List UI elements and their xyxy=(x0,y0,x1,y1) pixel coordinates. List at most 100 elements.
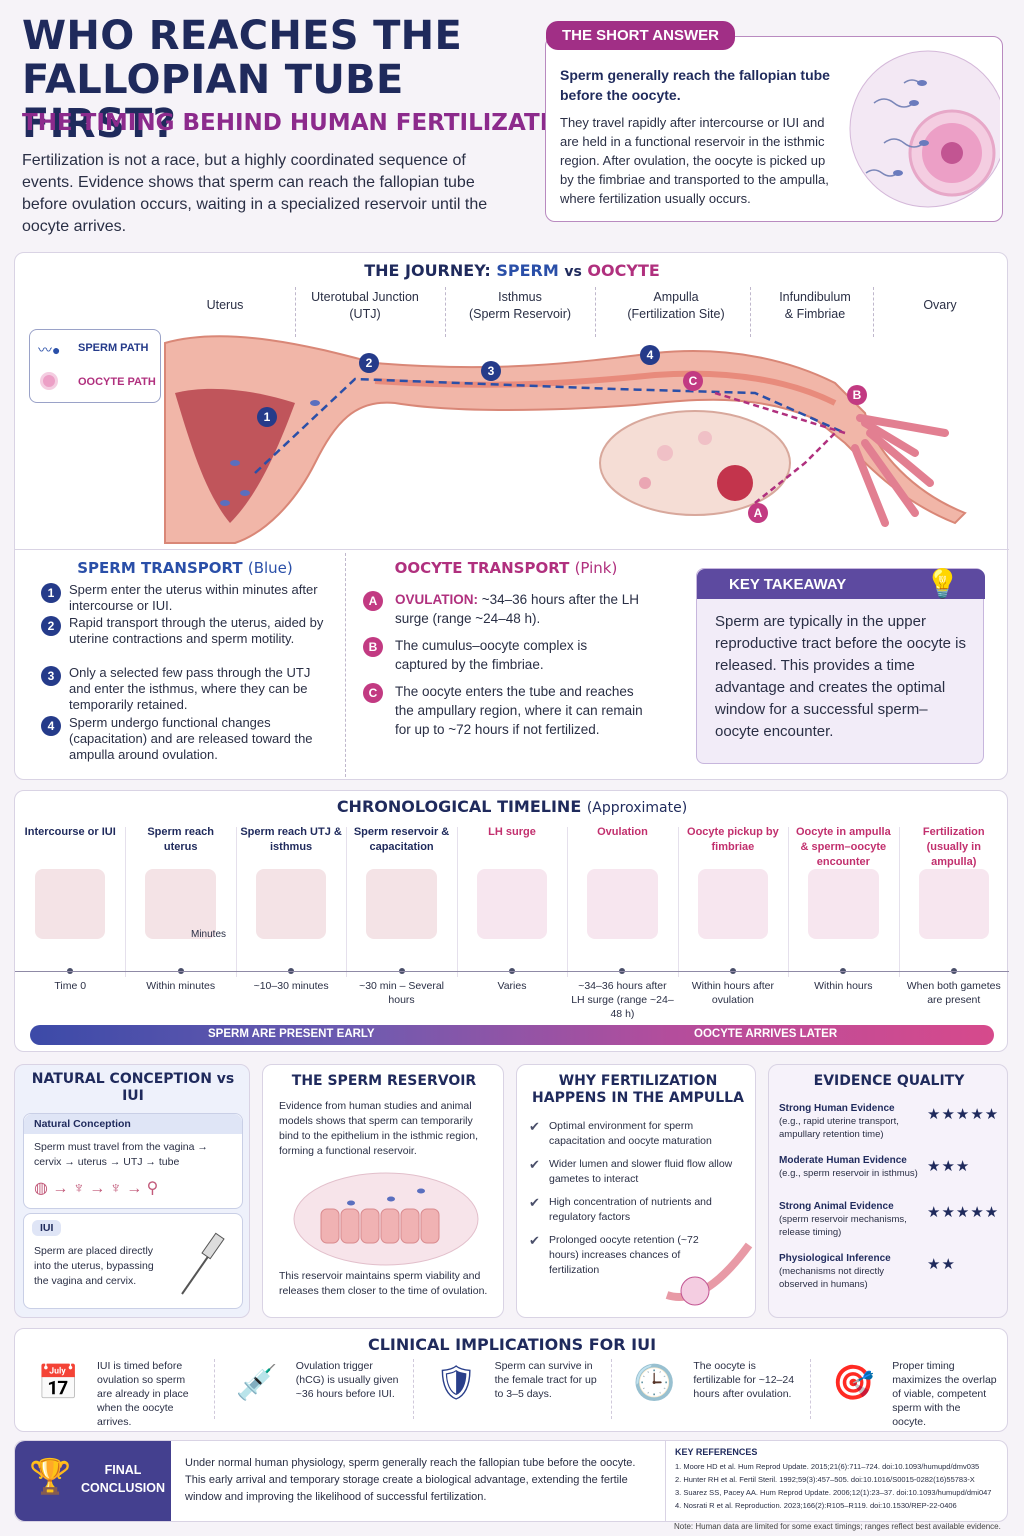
timeline-step-head: Fertilization (usually in ampulla) xyxy=(922,826,985,868)
sperm-transport-tag: (Blue) xyxy=(247,559,293,577)
epithelium-illustration xyxy=(293,1172,479,1266)
timeline-divider xyxy=(456,827,458,977)
clinical-divider xyxy=(213,1359,215,1419)
evidence-label: Moderate Human Evidence xyxy=(779,1155,907,1166)
reproductive-tract-illustration xyxy=(164,335,967,544)
ampulla-item: Wider lumen and slower fluid flow allow … xyxy=(549,1158,733,1185)
natural-label: Natural Conception xyxy=(24,1114,242,1134)
key-takeaway-text: Sperm are typically in the upper reprodu… xyxy=(715,613,966,740)
syringe-icon: 💉 xyxy=(235,1364,279,1402)
evidence-sub: (sperm reservoir mechanisms, release tim… xyxy=(779,1214,907,1238)
check-icon: ✔ xyxy=(529,1233,540,1248)
timeline-step-illustration xyxy=(145,869,216,939)
clinical-item: Proper timing maximizes the overlap of v… xyxy=(892,1360,997,1428)
oocyte-step-badge: A xyxy=(363,591,383,611)
sperm-step-badge: 2 xyxy=(41,616,61,636)
journey-title: THE JOURNEY: SPERM vs OOCYTE xyxy=(15,261,1009,280)
sperm-step-badge: 4 xyxy=(41,716,61,736)
timeline-divider xyxy=(346,827,348,977)
oocyte-step-text: ~34–36 hours after the LH surge (range ~… xyxy=(395,592,639,626)
oocyte-step-badge: B xyxy=(363,637,383,657)
region-divider xyxy=(595,287,596,337)
timeline-step-illustration xyxy=(35,869,106,939)
reservoir-text-1: Evidence from human studies and animal m… xyxy=(279,1100,479,1157)
conclusion-section: 🏆 FINAL CONCLUSION Under normal human ph… xyxy=(14,1440,1008,1522)
region-name: Uterus xyxy=(206,298,244,312)
region-name: Ampulla xyxy=(653,290,699,304)
journey-title-oocyte: OOCYTE xyxy=(587,261,660,280)
region-utj: Uterotubal Junction(UTJ) xyxy=(295,289,435,323)
ampulla-title: WHY FERTILIZATION HAPPENS IN THE AMPULLA xyxy=(532,1073,744,1106)
region-ovary: Ovary xyxy=(895,297,985,314)
timeline-step-time: ~30 min – Several hours xyxy=(359,980,445,1006)
region-ampulla: Ampulla (Fertilization Site) xyxy=(611,289,741,323)
conclusion-badge: 🏆 FINAL CONCLUSION xyxy=(15,1441,171,1521)
clinical-item: Sperm can survive in the female tract fo… xyxy=(494,1360,597,1400)
timeline-step-illustration xyxy=(255,869,327,939)
timeline-step-time: Within hours xyxy=(814,980,873,992)
timeline-step-illustration xyxy=(476,869,548,939)
sperm-step: Sperm undergo functional changes (capaci… xyxy=(69,715,313,762)
timeline-divider xyxy=(125,827,127,977)
conclusion-label: FINAL CONCLUSION xyxy=(80,1463,166,1495)
timeline-tag: (Approximate) xyxy=(586,800,688,816)
timeline-step-head: Sperm reservoir & capacitation xyxy=(353,826,450,853)
clinical-item: Ovulation trigger (hCG) is usually given… xyxy=(295,1360,399,1400)
region-divider xyxy=(750,287,751,337)
natural-box: Natural Conception Sperm must travel fro… xyxy=(23,1113,243,1209)
lightbulb-icon: 💡 xyxy=(925,568,960,599)
reference-item: 1. Moore HD et al. Hum Reprod Update. 20… xyxy=(675,1462,980,1471)
timeline-step-head: Sperm reach uterus xyxy=(147,826,214,853)
timeline-section: CHRONOLOGICAL TIMELINE (Approximate) Int… xyxy=(14,790,1009,1052)
calendar-clock-icon: 📅 xyxy=(37,1364,80,1402)
short-answer-card: THE SHORT ANSWER Sperm generally reach t… xyxy=(545,21,1003,222)
key-takeaway-title: KEY TAKEAWAY xyxy=(697,569,985,599)
timeline-divider xyxy=(567,827,569,977)
reference-item: 2. Hunter RH et al. Fertil Steril. 1992;… xyxy=(675,1475,975,1484)
minutes-label: Minutes xyxy=(191,929,227,940)
ampulla-card: WHY FERTILIZATION HAPPENS IN THE AMPULLA… xyxy=(516,1064,756,1318)
timeline-step-head: Ovulation xyxy=(597,826,648,838)
pathway-icon: ◍ → ♆ → ♆ → ⚲ xyxy=(34,1180,159,1197)
key-takeaway-card: KEY TAKEAWAY 💡 Sperm are typically in th… xyxy=(696,568,985,764)
intro-text: Fertilization is not a race, but a highl… xyxy=(22,152,488,235)
target-icon: 🎯 xyxy=(832,1364,875,1402)
region-isthmus: Isthmus(Sperm Reservoir) xyxy=(455,289,585,323)
reservoir-card: THE SPERM RESERVOIR Evidence from human … xyxy=(262,1064,504,1318)
oocyte-step-strong: OVULATION: xyxy=(395,592,478,607)
clinical-section: CLINICAL IMPLICATIONS FOR IUI 📅IUI is ti… xyxy=(14,1328,1008,1432)
timeline-step-time: Within hours after ovulation xyxy=(691,980,775,1006)
reference-item: 4. Nosrati R et al. Reproduction. 2023;1… xyxy=(675,1501,957,1510)
timeline-step-head: Sperm reach UTJ & isthmus xyxy=(240,826,342,853)
iui-box: IUI Sperm are placed directly into the u… xyxy=(23,1213,243,1309)
marker-3: 3 xyxy=(481,361,501,381)
legend-oocyte: OOCYTE PATH xyxy=(78,376,156,388)
natural-vs-iui-title: NATURAL CONCEPTION vs IUI xyxy=(31,1071,235,1104)
timeline-step-time: Time 0 xyxy=(54,980,87,992)
sperm-transport-label: SPERM TRANSPORT xyxy=(77,559,243,577)
clinical-divider xyxy=(611,1359,613,1419)
shield-icon: 🛡 xyxy=(434,1364,478,1402)
reservoir-title: THE SPERM RESERVOIR xyxy=(291,1073,477,1089)
evidence-label: Strong Human Evidence xyxy=(779,1103,895,1114)
region-name: Ovary xyxy=(923,298,957,312)
region-sub: (Fertilization Site) xyxy=(627,307,725,321)
natural-text: Sperm must travel from the vagina → cerv… xyxy=(34,1141,208,1168)
marker-2: 2 xyxy=(359,353,379,373)
timeline-step-illustration xyxy=(366,869,437,939)
bar-right-label: OOCYTE ARRIVES LATER xyxy=(694,1028,838,1040)
iui-label: IUI xyxy=(32,1220,62,1236)
region-divider xyxy=(445,287,446,337)
timeline-gradient-bar: SPERM ARE PRESENT EARLY OOCYTE ARRIVES L… xyxy=(30,1025,994,1045)
check-icon: ✔ xyxy=(529,1157,540,1172)
references-note: Note: Human data are limited for some ex… xyxy=(674,1522,1001,1531)
evidence-label: Strong Animal Evidence xyxy=(779,1201,894,1212)
oocyte-step: The cumulus–oocyte complex is captured b… xyxy=(395,638,588,672)
journey-title-sperm: SPERM xyxy=(496,261,559,280)
path-legend: 〰● SPERM PATH OOCYTE PATH xyxy=(29,329,161,403)
region-divider xyxy=(873,287,874,337)
conclusion-divider xyxy=(665,1441,666,1521)
timeline-step-time: ~34–36 hours after LH surge (range ~24–4… xyxy=(571,980,674,1020)
evidence-sub: (mechanisms not directly observed in hum… xyxy=(779,1266,885,1290)
region-sub: (Sperm Reservoir) xyxy=(468,307,572,321)
